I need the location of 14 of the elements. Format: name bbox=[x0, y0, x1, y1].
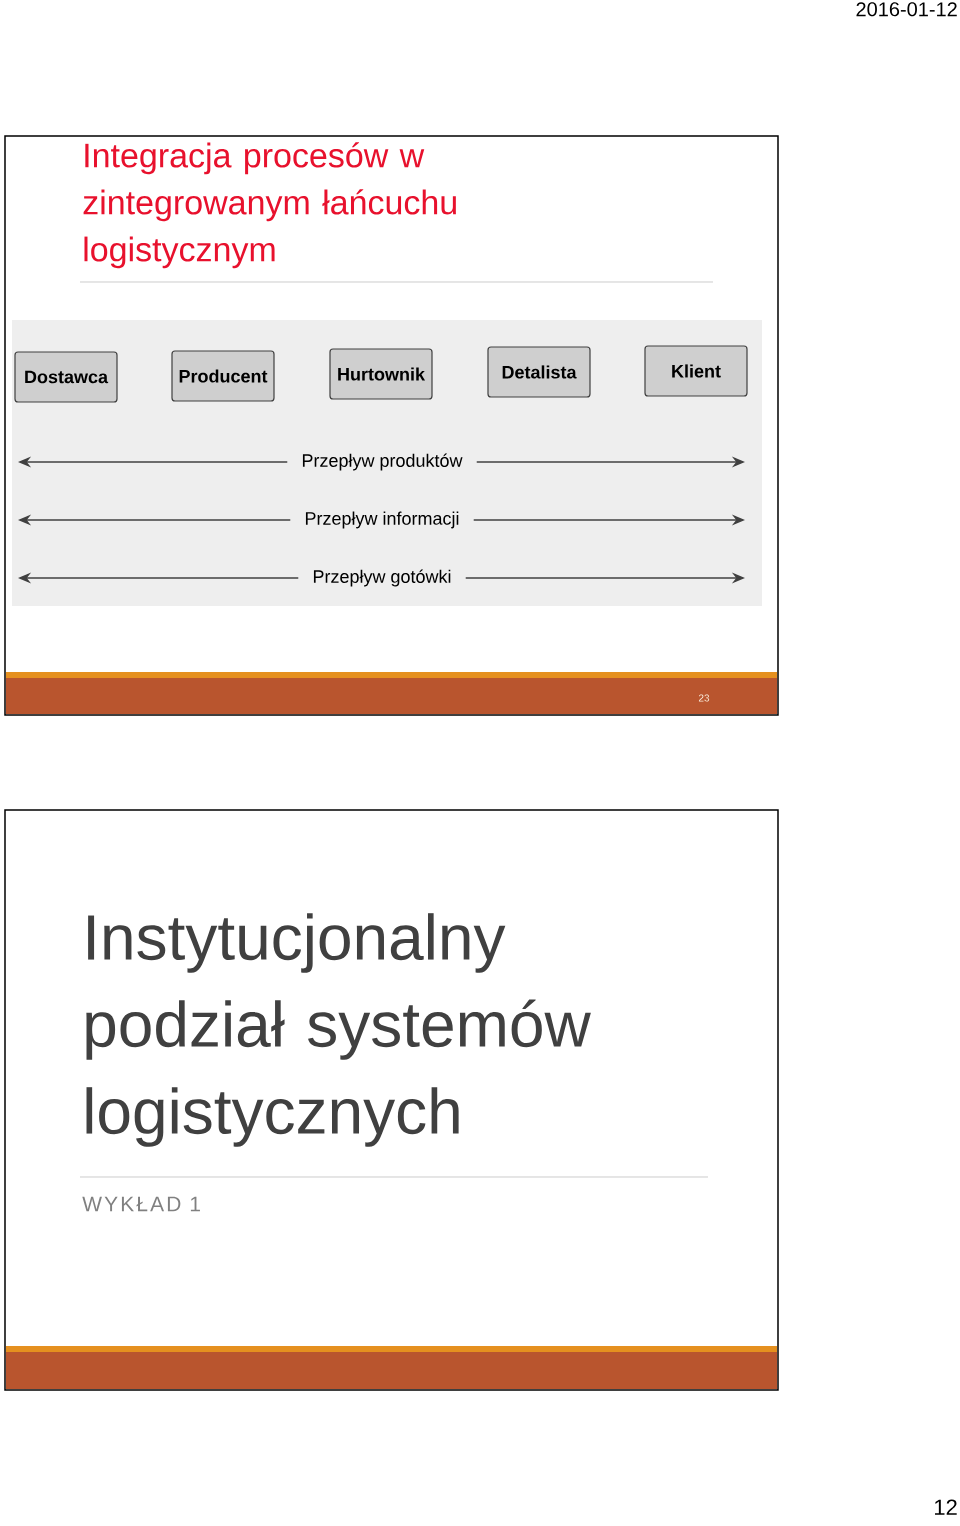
flow-label: Przepływ informacji bbox=[305, 511, 459, 529]
page-number: 12 bbox=[935, 1499, 957, 1515]
process-box: Klient bbox=[644, 345, 748, 397]
slide-number: 23 bbox=[698, 694, 710, 702]
process-box: Detalista bbox=[487, 346, 591, 398]
slide-title: Instytucjonalny podział systemów logistycznych bbox=[86, 913, 591, 1147]
process-box: Producent bbox=[171, 350, 275, 402]
flow-label: Przepływ produktów bbox=[302, 453, 463, 471]
slide-subtitle: WYKŁAD 1 bbox=[82, 1196, 200, 1212]
process-box: Hurtownik bbox=[329, 348, 433, 400]
date: 2016-01-12 bbox=[856, 2, 957, 17]
flow-label: Przepływ gotówki bbox=[313, 569, 451, 587]
process-box: Dostawca bbox=[14, 351, 118, 403]
slide-title: Integracja procesów w zintegrowanym łańcuchu logistycznym bbox=[83, 142, 456, 269]
